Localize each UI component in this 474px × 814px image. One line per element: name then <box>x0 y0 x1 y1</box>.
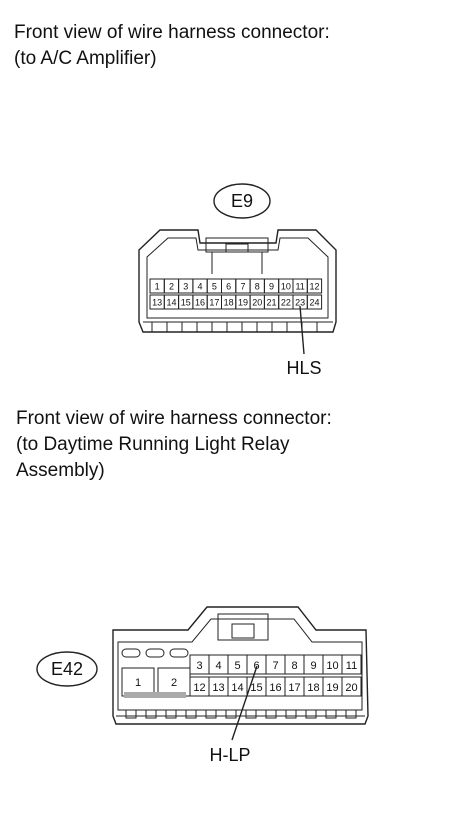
e9-pin-label-14: 14 <box>166 298 176 308</box>
e9-terminal-label: HLS <box>286 358 321 378</box>
e42-inner-body <box>117 618 363 711</box>
e9-pin-12 <box>306 278 323 294</box>
e42-socket-2 <box>145 648 165 658</box>
e9-pin-label-19: 19 <box>238 298 248 308</box>
caption-e9-line2: (to A/C Amplifier) <box>14 48 157 69</box>
e9-pin-24 <box>306 294 323 310</box>
e9-latch-tab <box>225 243 249 253</box>
e9-pin-label-1: 1 <box>155 282 160 292</box>
e9-pin-label-21: 21 <box>267 298 277 308</box>
caption-e42-line2: (to Daytime Running Light Relay <box>16 434 290 455</box>
e42-pin-label-3: 3 <box>196 660 202 672</box>
caption-e42-line3: Assembly) <box>16 460 105 481</box>
e9-pin-label-10: 10 <box>281 282 291 292</box>
e42-housing <box>112 606 369 725</box>
e42-pin-label-16: 16 <box>269 682 281 694</box>
e42-socket-3 <box>169 648 189 658</box>
e9-pin-label-8: 8 <box>255 282 260 292</box>
e42-pin-label-19: 19 <box>326 682 338 694</box>
connector-e9 <box>138 183 337 333</box>
e42-pin-label-10: 10 <box>326 660 338 672</box>
e42-tooth <box>245 709 257 719</box>
e9-inner-body <box>146 237 329 319</box>
e42-pin-label-9: 9 <box>310 660 316 672</box>
e42-tooth <box>225 709 237 719</box>
e42-pin-base <box>124 692 186 698</box>
e42-code-oval <box>36 651 98 687</box>
e9-pin-label-20: 20 <box>252 298 262 308</box>
e42-pin-label-20: 20 <box>345 682 357 694</box>
e9-housing <box>138 229 337 333</box>
e9-pin-label-11: 11 <box>295 282 304 292</box>
e42-tooth <box>145 709 157 719</box>
e9-pin-label-24: 24 <box>309 298 319 308</box>
e9-pin-label-13: 13 <box>152 298 162 308</box>
e9-pin-label-22: 22 <box>281 298 291 308</box>
e9-code-label: E9 <box>231 191 253 211</box>
e42-pin-11 <box>341 654 362 675</box>
e9-pin-label-3: 3 <box>183 282 188 292</box>
e42-tooth <box>285 709 297 719</box>
e42-pin-label-2: 2 <box>171 677 177 689</box>
caption-e9: Front view of wire harness connector: (t… <box>14 20 330 72</box>
e42-pin-label-13: 13 <box>212 682 224 694</box>
e9-leader-line <box>299 305 305 355</box>
e42-tooth <box>265 709 277 719</box>
e42-pin-label-18: 18 <box>307 682 319 694</box>
e9-pin-label-2: 2 <box>169 282 174 292</box>
e42-socket-1 <box>121 648 141 658</box>
e42-tooth <box>165 709 177 719</box>
e42-pin-label-8: 8 <box>291 660 297 672</box>
e42-pin-label-11: 11 <box>346 660 357 672</box>
e9-pin-label-7: 7 <box>240 282 245 292</box>
e42-tooth <box>205 709 217 719</box>
e42-pin-label-14: 14 <box>231 682 243 694</box>
e42-code-label: E42 <box>51 659 83 679</box>
e9-pin-label-6: 6 <box>226 282 231 292</box>
e42-tooth <box>325 709 337 719</box>
e42-pin-label-17: 17 <box>288 682 300 694</box>
caption-e9-line1: Front view of wire harness connector: <box>14 22 330 43</box>
e42-pin-label-1: 1 <box>135 677 141 689</box>
e9-pin-label-5: 5 <box>212 282 217 292</box>
caption-e42-line1: Front view of wire harness connector: <box>16 408 332 429</box>
e9-pin-label-16: 16 <box>195 298 205 308</box>
e42-pin-label-4: 4 <box>215 660 221 672</box>
e9-pin-label-4: 4 <box>198 282 203 292</box>
e42-pin-label-15: 15 <box>250 682 262 694</box>
e42-pin-label-12: 12 <box>193 682 205 694</box>
e9-pin-label-12: 12 <box>309 282 319 292</box>
e9-pin-label-9: 9 <box>269 282 274 292</box>
e42-terminal-label: H-LP <box>209 745 250 765</box>
e9-pin-label-23: 23 <box>295 298 305 308</box>
e42-pin-20 <box>341 676 362 697</box>
e42-pin-label-7: 7 <box>272 660 278 672</box>
e9-pin-label-15: 15 <box>181 298 191 308</box>
e42-leader-line <box>231 665 258 741</box>
e9-pin-label-17: 17 <box>209 298 219 308</box>
e42-tooth <box>345 709 357 719</box>
caption-e42: Front view of wire harness connector: (t… <box>16 406 332 484</box>
e9-pin-label-18: 18 <box>224 298 234 308</box>
e42-pin-label-5: 5 <box>234 660 240 672</box>
e42-tooth <box>125 709 137 719</box>
e9-code-oval <box>213 183 271 219</box>
e42-tooth <box>305 709 317 719</box>
e42-tooth <box>185 709 197 719</box>
e42-latch <box>217 613 269 641</box>
